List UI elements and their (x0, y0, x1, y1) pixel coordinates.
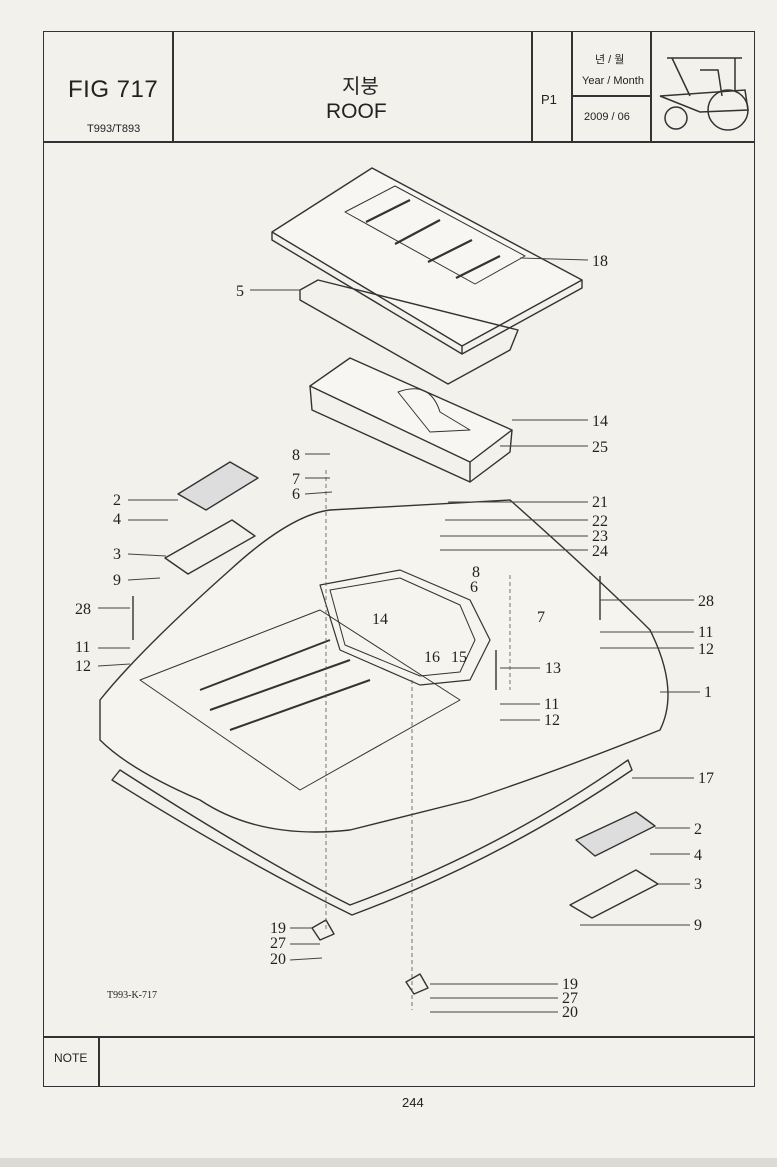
filter-3-left (164, 519, 256, 575)
callout-22: 22 (592, 513, 608, 530)
callout-1: 1 (704, 684, 712, 701)
filter-2-right (575, 811, 656, 857)
note-label: NOTE (54, 1051, 88, 1065)
callout-21: 21 (592, 494, 608, 511)
callout-7-left: 7 (292, 471, 300, 488)
callout-9-right: 9 (694, 917, 702, 934)
year-month-label-en: Year / Month (582, 75, 644, 87)
callout-12-left: 12 (75, 658, 91, 675)
callout-24: 24 (592, 543, 608, 560)
scan-edge (0, 1158, 777, 1167)
callout-2-right: 2 (694, 821, 702, 838)
roof-shell-1 (99, 499, 669, 833)
title-korean: 지붕 (342, 76, 379, 98)
filter-2-left (177, 461, 259, 511)
callout-8-right: 8 (472, 564, 480, 581)
callout-11-left: 11 (75, 639, 90, 656)
callout-3-left: 3 (113, 546, 121, 563)
callout-6-left: 6 (292, 486, 300, 503)
callout-25: 25 (592, 439, 608, 456)
callout-18: 18 (592, 253, 608, 270)
callout-19-right: 19 (562, 976, 578, 993)
callout-17: 17 (698, 770, 714, 787)
header-divider (43, 141, 755, 143)
callout-7-right: 7 (537, 609, 545, 626)
filter-3-right (569, 869, 659, 919)
callout-11-right: 11 (698, 624, 713, 641)
drawing-code: T993-K-717 (107, 990, 157, 1001)
callout-19-left: 19 (270, 920, 286, 937)
callout-20-right: 20 (562, 1004, 578, 1021)
callout-3-right: 3 (694, 876, 702, 893)
frame-25 (309, 357, 513, 463)
date-box-divider (571, 95, 651, 97)
callout-15: 15 (451, 649, 467, 666)
callout-27-right: 27 (562, 990, 578, 1007)
callout-16: 16 (424, 649, 440, 666)
callout-20-left: 20 (270, 951, 286, 968)
note-col-divider (98, 1036, 100, 1087)
callout-4-left: 4 (113, 511, 121, 528)
callout-5: 5 (236, 283, 244, 300)
callout-9-left: 9 (113, 572, 121, 589)
callout-8-left: 8 (292, 447, 300, 464)
title-english: ROOF (326, 100, 387, 123)
page-code: P1 (541, 92, 557, 107)
callout-2-left: 2 (113, 492, 121, 509)
callout-11-center: 11 (544, 696, 559, 713)
header-col-divider-3 (571, 31, 573, 141)
page-frame (43, 31, 755, 1087)
header-col-divider-2 (531, 31, 533, 141)
callout-14-mid: 14 (372, 611, 388, 628)
revision-date: 2009 / 06 (584, 111, 630, 123)
header-col-divider-1 (172, 31, 174, 141)
note-divider (43, 1036, 755, 1038)
hinge-19-right (405, 973, 429, 995)
callout-14-top: 14 (592, 413, 608, 430)
seal-17 (111, 759, 633, 916)
callout-6-right: 6 (470, 579, 478, 596)
model-code: T993/T893 (87, 123, 141, 135)
hinge-19-left (311, 919, 335, 941)
callout-12-center: 12 (544, 712, 560, 729)
callout-12-right: 12 (698, 641, 714, 658)
year-month-label-kr: 년 / 월 (595, 54, 625, 66)
page-number: 244 (402, 1095, 424, 1110)
seal-5 (299, 279, 519, 385)
callout-28-left: 28 (75, 601, 91, 618)
callout-23: 23 (592, 528, 608, 545)
callout-28-right: 28 (698, 593, 714, 610)
callout-27-left: 27 (270, 935, 286, 952)
header-col-divider-4 (650, 31, 652, 141)
callout-13: 13 (545, 660, 561, 677)
callout-4-right: 4 (694, 847, 702, 864)
fig-label: FIG 717 (68, 76, 159, 103)
